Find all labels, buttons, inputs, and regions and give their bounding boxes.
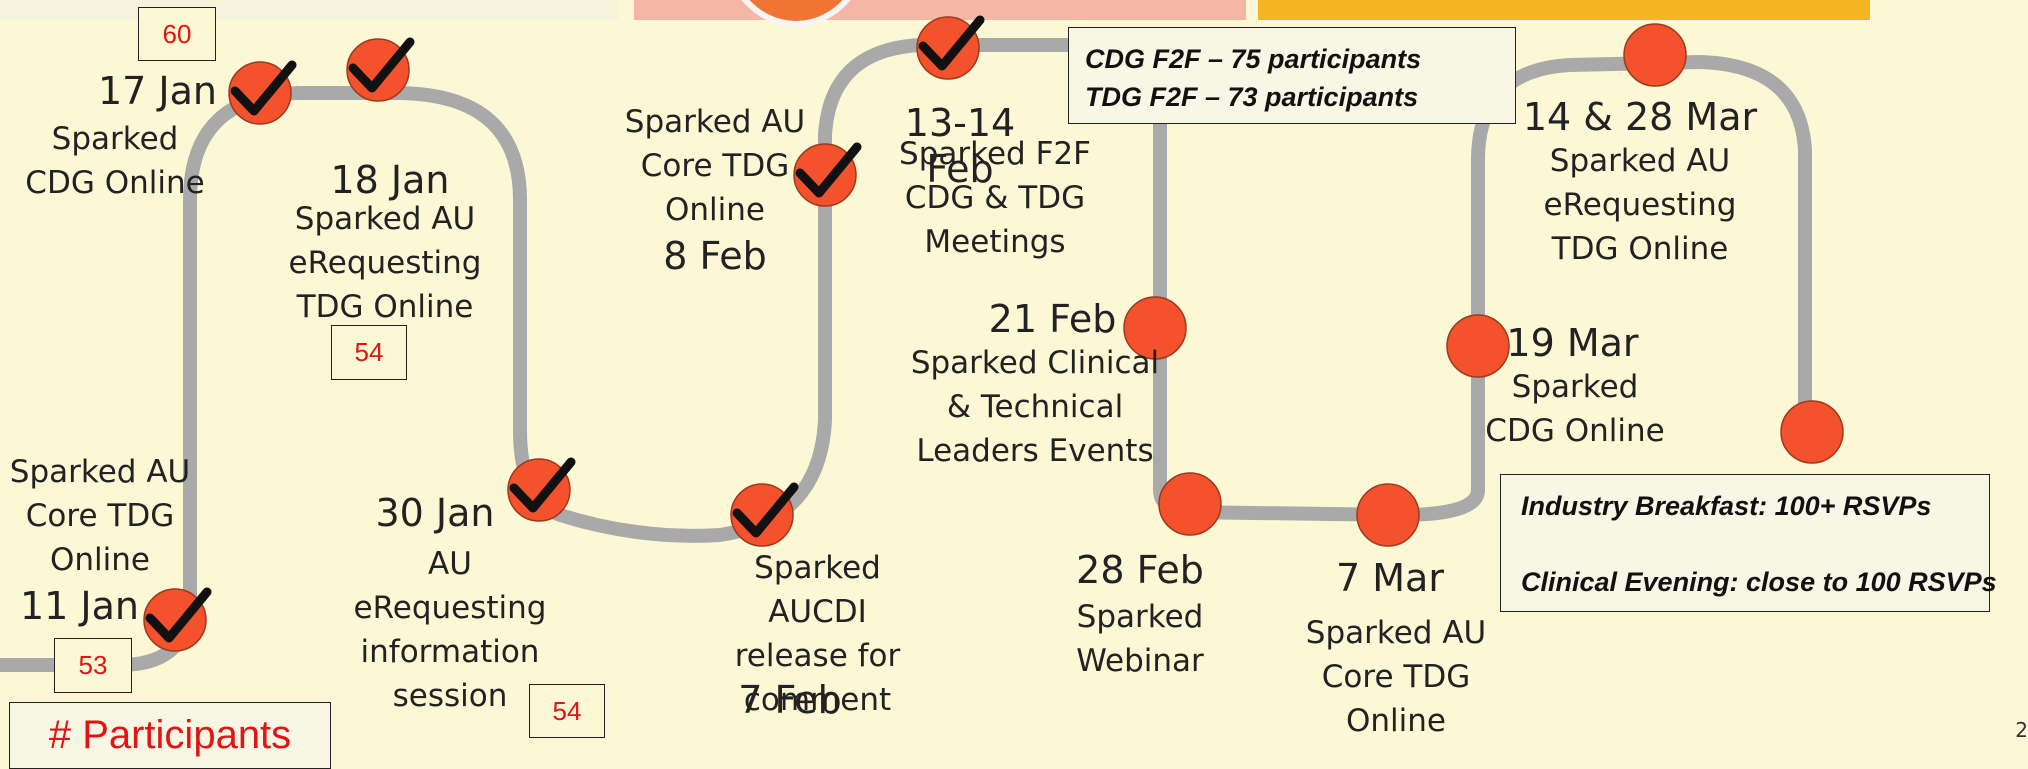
event-marker-end	[1780, 400, 1844, 464]
event-marker-21feb	[1123, 296, 1187, 360]
event-marker-1314feb	[916, 16, 980, 80]
event-date-17-jan: 17 Jan	[97, 69, 217, 113]
event-date-30-jan: 30 Jan	[375, 491, 495, 535]
checkmark-icon	[918, 15, 985, 71]
checkmark-icon	[348, 37, 415, 93]
event-marker-7mar	[1356, 483, 1420, 547]
event-marker-7feb	[730, 483, 794, 547]
checkmark-icon	[509, 457, 576, 513]
event-date-19-mar: 19 Mar	[1506, 321, 1639, 365]
event-marker-18jan	[346, 38, 410, 102]
event-date-7-mar: 7 Mar	[1336, 556, 1444, 600]
event-marker-1428mar	[1623, 23, 1687, 87]
event-marker-11jan	[143, 588, 207, 652]
f2f-participants-note: CDG F2F – 75 participants TDG F2F – 73 p…	[1068, 27, 1516, 124]
event-marker-28feb	[1158, 472, 1222, 536]
event-marker-8feb	[793, 143, 857, 207]
event-date-8-feb: 8 Feb	[663, 234, 767, 278]
events-rsvp-note: Industry Breakfast: 100+ RSVPs Clinical …	[1500, 474, 1997, 612]
checkmark-icon	[795, 142, 862, 198]
checkmark-icon	[230, 60, 297, 116]
event-date-7-feb: 7 Feb	[738, 678, 842, 722]
event-marker-17jan	[228, 61, 292, 125]
event-marker-30jan	[507, 458, 571, 522]
checkmark-icon	[145, 587, 212, 643]
page-number: 2	[2015, 718, 2028, 742]
header-band-right	[1258, 0, 1870, 20]
participant-count-11-jan: 53	[54, 638, 132, 693]
event-date-18-jan: 18 Jan	[330, 158, 450, 202]
participant-count-30-jan: 54	[529, 684, 605, 738]
participants-legend: # Participants	[9, 702, 331, 769]
participant-count-18-jan: 54	[331, 325, 407, 380]
event-date-11-jan: 11 Jan	[20, 584, 140, 628]
event-date-13-14-feb: 13-14 Feb	[904, 101, 1016, 191]
event-date-21-feb: 21 Feb	[988, 297, 1117, 341]
checkmark-icon	[732, 482, 799, 538]
event-date-28-feb: 28 Feb	[1076, 548, 1204, 592]
event-marker-19mar	[1446, 314, 1510, 378]
event-date-14-28-mar: 14 & 28 Mar	[1522, 95, 1758, 139]
participant-count-17-jan: 60	[138, 7, 216, 61]
timeline-path	[0, 38, 1812, 672]
